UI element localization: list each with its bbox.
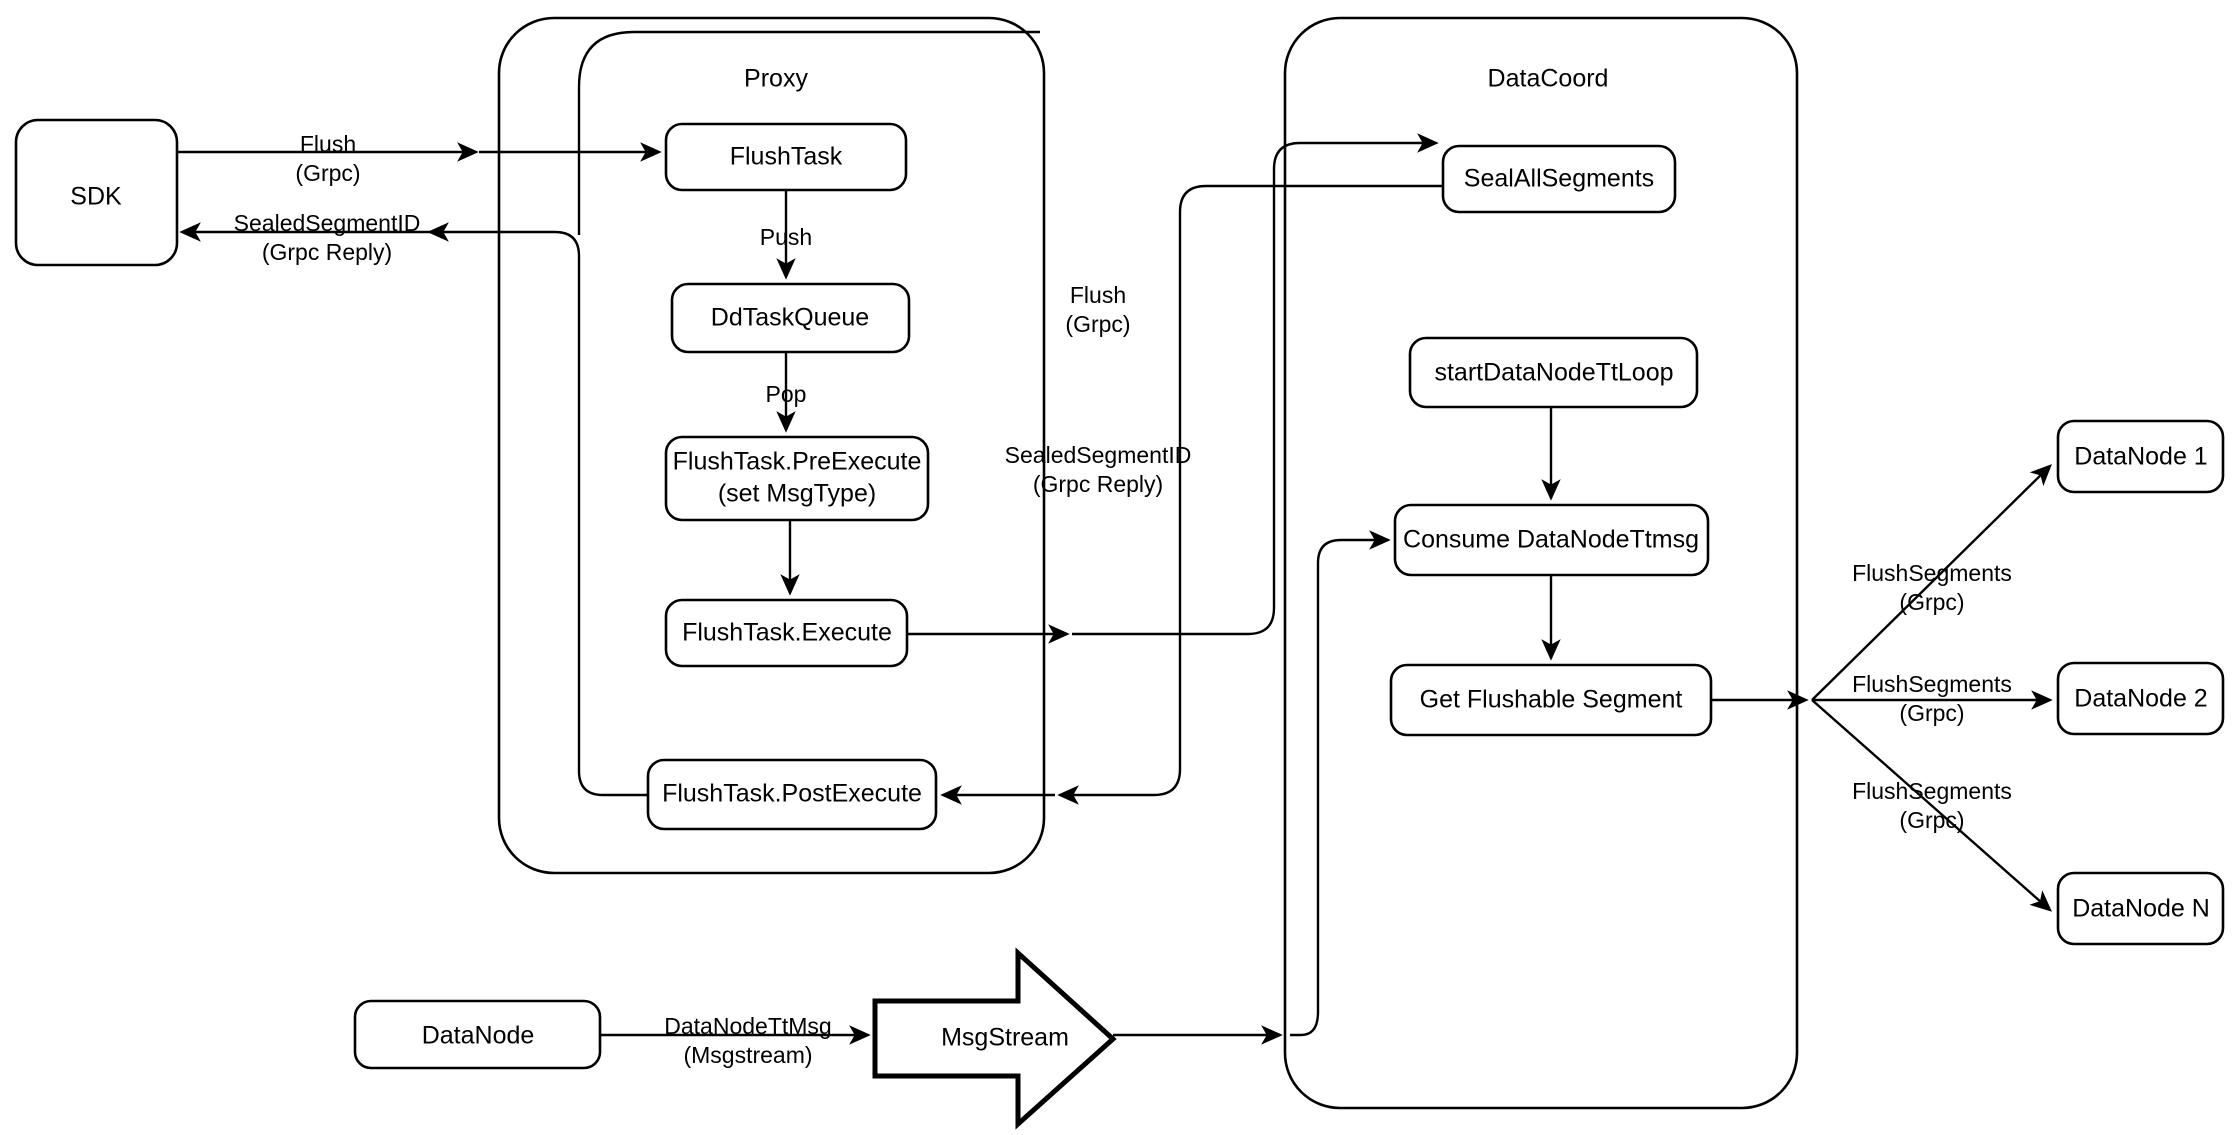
edge-proxy-top-connector <box>577 30 1040 235</box>
node-flush-task-pre-execute-label-line1: FlushTask.PreExecute <box>673 448 922 476</box>
edge-sdk-to-proxy-flush-label-line1: Flush <box>300 131 356 157</box>
node-flush-task-execute[interactable] <box>664 598 909 668</box>
edge-datacoord-bottom-to-consume <box>1290 530 1391 1037</box>
edge-proxy-to-sdk-sealed-label-line1: SealedSegmentID <box>234 210 421 236</box>
node-datanode-2[interactable] <box>2056 661 2225 736</box>
edge-hub-to-datanode-1 <box>1811 464 2052 701</box>
node-flush-task-post-execute-label: FlushTask.PostExecute <box>662 780 922 808</box>
edge-datanode-to-msgstream-label-line1: DataNodeTtMsg <box>664 1013 831 1039</box>
node-datanode-1[interactable] <box>2056 419 2225 494</box>
group-proxy <box>497 16 1046 875</box>
group-datacoord <box>1283 16 1799 1110</box>
group-datacoord-label: DataCoord <box>1488 65 1609 93</box>
node-msgstream-shape[interactable] <box>872 947 1117 1130</box>
edge-datacoord-to-proxy-sealed-label-line1: SealedSegmentID <box>1005 442 1192 468</box>
edge-hub-to-datanode-n <box>1811 699 2053 912</box>
node-consume-datanode-ttmsg[interactable] <box>1393 503 1710 577</box>
edge-datacoord-to-proxy-sealed-label-line2: (Grpc Reply) <box>1033 471 1163 497</box>
edge-proxy-to-datacoord-flush-label-line2: (Grpc) <box>1065 311 1130 337</box>
edge-proxy-to-datacoord-flush <box>1072 133 1439 636</box>
node-flush-task[interactable] <box>664 122 908 192</box>
node-datanode-n[interactable] <box>2056 871 2225 946</box>
edge-hub-to-datanode-2-label-line1: FlushSegments <box>1852 671 2012 697</box>
node-dd-task-queue-label: DdTaskQueue <box>711 304 869 332</box>
node-msgstream-label: MsgStream <box>941 1024 1069 1052</box>
edge-datanode-to-msgstream-label-line2: (Msgstream) <box>683 1042 812 1068</box>
node-seal-all-segments-label: SealAllSegments <box>1464 165 1654 193</box>
edge-hub-to-datanode-2-label-line2: (Grpc) <box>1899 700 1964 726</box>
edge-datacoord-to-proxy-sealed <box>1057 184 1443 805</box>
node-consume-datanode-ttmsg-label: Consume DataNodeTtmsg <box>1403 526 1699 554</box>
node-datanode-n-label: DataNode N <box>2072 895 2210 923</box>
node-seal-all-segments[interactable] <box>1441 144 1677 214</box>
node-datanode-bottom-label: DataNode <box>422 1022 535 1050</box>
edge-pop-label: Pop <box>766 381 807 407</box>
edge-sdk-to-proxy-flush-label-line2: (Grpc) <box>295 160 360 186</box>
node-start-datanode-tt-loop[interactable] <box>1408 336 1699 409</box>
edge-hub-to-datanode-1-label-line1: FlushSegments <box>1852 560 2012 586</box>
node-flush-task-pre-execute[interactable] <box>664 435 930 522</box>
edge-proxy-to-datacoord-flush-label-line1: Flush <box>1070 282 1126 308</box>
node-flush-task-pre-execute-label-line2: (set MsgType) <box>718 480 876 508</box>
node-flush-task-execute-label: FlushTask.Execute <box>682 619 892 647</box>
edge-post-execute-to-sdk <box>427 222 648 797</box>
node-flush-task-label: FlushTask <box>730 143 843 171</box>
node-dd-task-queue[interactable] <box>670 282 911 354</box>
node-datanode-1-label: DataNode 1 <box>2074 443 2207 471</box>
node-get-flushable-segment[interactable] <box>1389 663 1713 737</box>
edge-proxy-to-sdk-sealed-label-line2: (Grpc Reply) <box>262 239 392 265</box>
edge-hub-to-datanode-1-label-line2: (Grpc) <box>1899 589 1964 615</box>
edge-hub-to-datanode-n-label-line2: (Grpc) <box>1899 807 1964 833</box>
node-sdk[interactable] <box>14 118 179 267</box>
node-datanode-bottom[interactable] <box>353 999 602 1070</box>
edge-hub-to-datanode-n-label-line1: FlushSegments <box>1852 778 2012 804</box>
node-sdk-label: SDK <box>70 183 122 211</box>
node-datanode-2-label: DataNode 2 <box>2074 685 2207 713</box>
node-start-datanode-tt-loop-label: startDataNodeTtLoop <box>1434 359 1673 387</box>
group-proxy-label: Proxy <box>744 65 808 93</box>
edge-push-label: Push <box>760 224 812 250</box>
node-get-flushable-segment-label: Get Flushable Segment <box>1420 686 1683 714</box>
